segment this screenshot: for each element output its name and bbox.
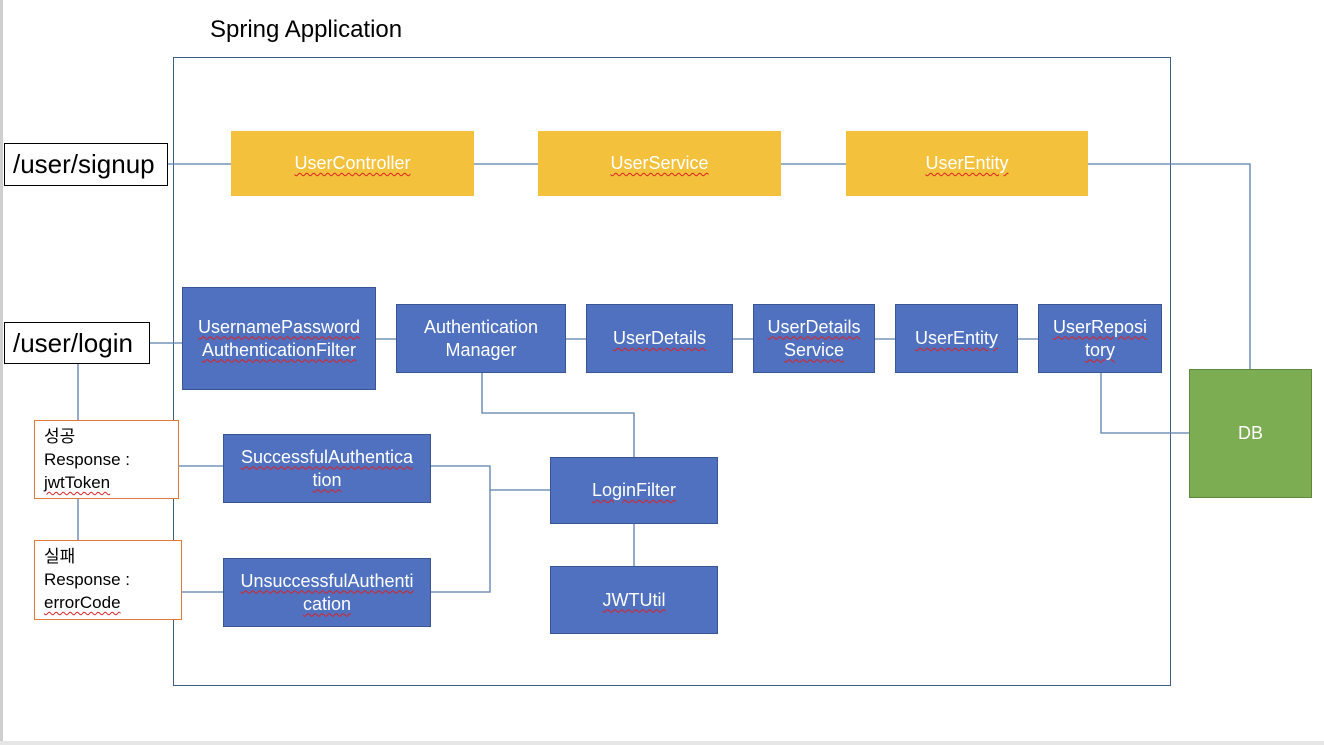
successful-authentication-box: SuccessfulAuthentica tion xyxy=(223,434,431,503)
user-service-label: UserService xyxy=(610,153,709,173)
db-box: DB xyxy=(1189,369,1312,498)
username-password-filter-box: UsernamePassword AuthenticationFilter xyxy=(182,287,376,390)
login-filter-label: LoginFilter xyxy=(591,480,677,500)
bottom-edge xyxy=(0,741,1324,745)
username-password-filter-label: UsernamePassword AuthenticationFilter xyxy=(197,316,361,360)
success-response-line1: Response : xyxy=(44,450,130,469)
user-entity-login-label: UserEntity xyxy=(914,328,999,348)
db-label: DB xyxy=(1237,423,1263,443)
jwt-util-label: JWTUtil xyxy=(602,589,666,610)
user-repository-box: UserReposi tory xyxy=(1038,304,1162,373)
user-entity-signup-box: UserEntity xyxy=(846,131,1088,196)
success-response-line2: jwtToken xyxy=(44,473,111,492)
user-details-label: UserDetails xyxy=(612,328,707,348)
connector-unsuccess-to-loginfilter xyxy=(431,490,491,593)
successful-authentication-label: SuccessfulAuthentica tion xyxy=(240,446,414,490)
user-controller-label: UserController xyxy=(294,153,411,173)
user-entity-login-box: UserEntity xyxy=(895,304,1018,373)
authentication-manager-label: Authentication Manager xyxy=(423,316,539,360)
connector-manager-to-loginfilter xyxy=(481,373,635,457)
signup-endpoint: /user/signup xyxy=(4,143,168,186)
login-endpoint-label: /user/login xyxy=(13,327,133,358)
unsuccessful-authentication-box: UnsuccessfulAuthenti cation xyxy=(223,558,431,627)
connector-entity-to-db xyxy=(1088,163,1251,369)
user-controller-box: UserController xyxy=(231,131,474,196)
spring-application-frame xyxy=(173,57,1171,686)
unsuccessful-authentication-label: UnsuccessfulAuthenti cation xyxy=(240,570,414,614)
login-endpoint: /user/login xyxy=(4,322,150,364)
left-edge xyxy=(0,0,3,745)
connector-success-to-loginfilter xyxy=(431,465,550,491)
jwt-util-box: JWTUtil xyxy=(550,566,718,634)
success-response-title: 성공 xyxy=(44,427,76,446)
success-response-note: 성공 Response : jwtToken xyxy=(34,420,179,499)
signup-endpoint-label: /user/signup xyxy=(13,149,155,179)
failure-response-note: 실패 Response : errorCode xyxy=(34,540,182,620)
authentication-manager-box: Authentication Manager xyxy=(396,304,566,373)
user-entity-signup-label: UserEntity xyxy=(925,153,1009,173)
failure-response-line1: Response : xyxy=(44,570,130,589)
diagram-title: Spring Application xyxy=(210,16,403,43)
failure-response-title: 실패 xyxy=(44,547,76,566)
user-details-service-label: UserDetails Service xyxy=(767,316,861,360)
user-details-box: UserDetails xyxy=(586,304,733,373)
user-service-box: UserService xyxy=(538,131,781,196)
user-repository-label: UserReposi tory xyxy=(1052,316,1148,360)
connector-repository-to-db xyxy=(1100,373,1189,434)
login-filter-box: LoginFilter xyxy=(550,457,718,524)
user-details-service-box: UserDetails Service xyxy=(753,304,875,373)
failure-response-line2: errorCode xyxy=(44,593,121,612)
